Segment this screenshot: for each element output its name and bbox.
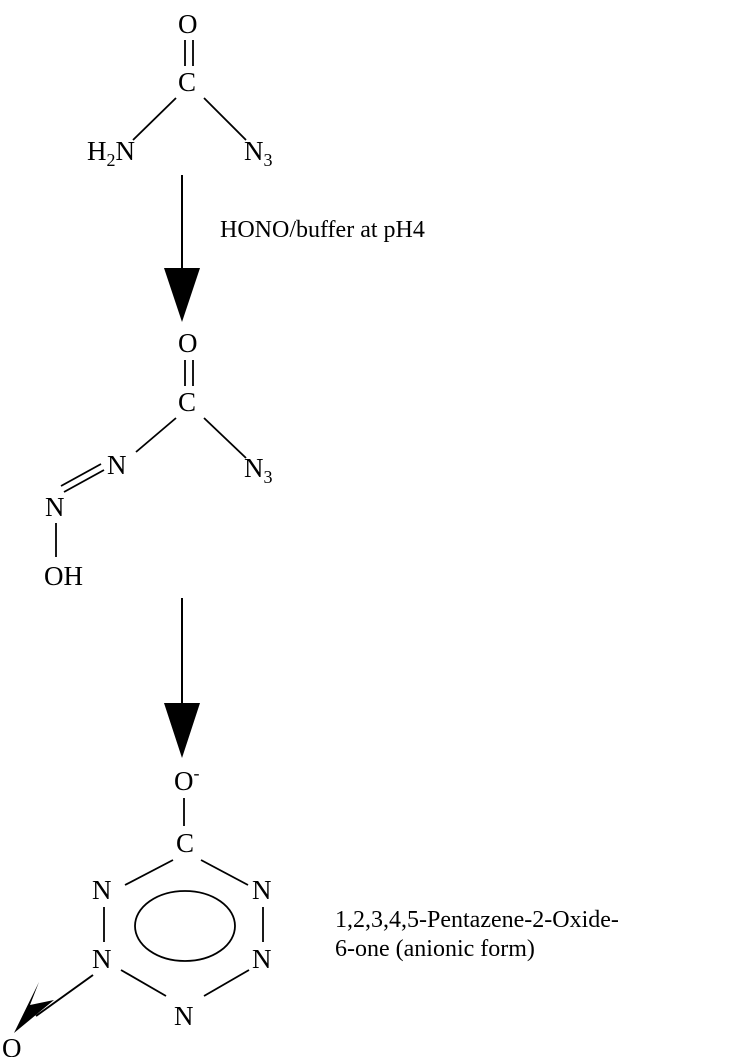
m3-carbon: C xyxy=(176,828,194,858)
m2-nn-double-b xyxy=(60,463,102,487)
m3-oxygen-bottom: O xyxy=(2,1033,22,1057)
m3-ring-bond-bottom-right xyxy=(203,969,250,997)
m3-aromatic-ring-circle xyxy=(134,890,236,962)
m3-ring-n-lower-left: N xyxy=(92,944,112,974)
m2-hydroxyl: OH xyxy=(44,561,83,591)
m3-dative-bond-shaft xyxy=(35,974,94,1017)
m1-azide-group: N3 xyxy=(244,136,273,170)
product-name-line-2: 6-one (anionic form) xyxy=(335,936,535,962)
molecule-3: O- C N N N N N O xyxy=(2,763,272,1057)
arrow-2-head xyxy=(164,703,200,758)
m2-oxygen: O xyxy=(178,328,198,358)
reaction-condition: HONO/buffer at pH4 xyxy=(220,217,425,243)
reaction-arrow-2 xyxy=(164,598,200,758)
m3-ring-n-upper-left: N xyxy=(92,875,112,905)
m3-ring-bond-c-n1 xyxy=(124,859,174,886)
m2-azide-group: N3 xyxy=(244,453,273,487)
m2-nitrogen-oxime: N xyxy=(45,492,65,522)
m2-carbon: C xyxy=(178,387,196,417)
m1-amine-group: H2N xyxy=(87,136,135,170)
m2-bond-right xyxy=(203,417,247,459)
m3-ring-n-lower-right: N xyxy=(252,944,272,974)
m3-ring-n-upper-right: N xyxy=(252,875,272,905)
m1-carbon: C xyxy=(178,67,196,97)
molecule-1: O C H2N N3 xyxy=(87,9,273,170)
m3-dative-bond-head xyxy=(14,982,54,1033)
m3-ring-bond-c-n2 xyxy=(200,859,249,886)
product-name-line-1: 1,2,3,4,5-Pentazene-2-Oxide- xyxy=(335,907,619,933)
reaction-arrow-1 xyxy=(164,175,200,322)
m2-bond-left xyxy=(135,417,177,453)
m3-ring-n-bottom: N xyxy=(174,1001,194,1031)
m1-bond-left xyxy=(132,97,177,141)
molecule-2: O C N N3 N OH xyxy=(44,328,273,591)
m3-ring-bond-bottom-left xyxy=(120,969,167,997)
m3-oxygen-anion: O- xyxy=(174,763,200,796)
m1-oxygen: O xyxy=(178,9,198,39)
m1-bond-right xyxy=(203,97,247,141)
arrow-1-head xyxy=(164,268,200,322)
m2-nitrogen-imine: N xyxy=(107,450,127,480)
m2-nn-double-a xyxy=(63,469,105,493)
